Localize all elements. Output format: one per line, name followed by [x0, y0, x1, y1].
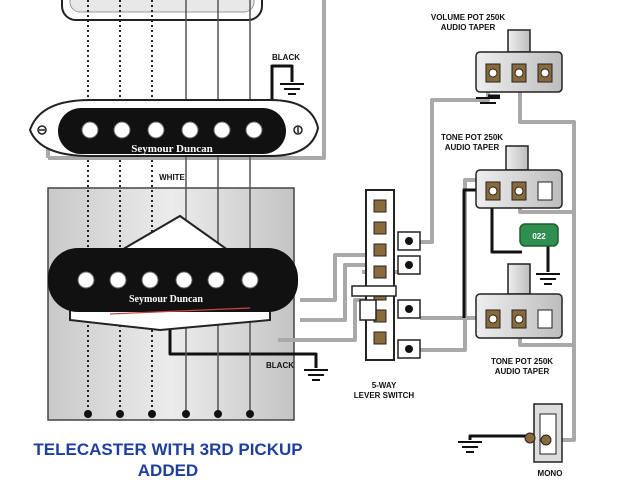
tone-pot-2-label-1: TONE POT 250K [491, 357, 553, 366]
white-wire-label: WHITE [159, 173, 185, 182]
middle-pickup-brand: Seymour Duncan [131, 143, 212, 155]
tone-pot-2-label-2: AUDIO TAPER [495, 367, 550, 376]
diagram-title-line-1: TELECASTER WITH 3RD PICKUP [33, 440, 302, 459]
ground-symbol-jack [458, 441, 482, 453]
volume-pot-label-2: AUDIO TAPER [441, 23, 496, 32]
middle-pickup [28, 99, 320, 157]
diagram-title-line-2: ADDED [138, 461, 198, 480]
bridge-pickup-poles [77, 271, 259, 289]
ground-symbol-bottom [304, 369, 328, 381]
jack-label: MONO [538, 469, 563, 478]
black-ground-label-bottom: BLACK [266, 361, 294, 370]
ground-symbol-top [280, 83, 304, 95]
bridge-pickup-brand: Seymour Duncan [129, 294, 203, 305]
bridge-pickup [48, 214, 298, 332]
capacitor [519, 223, 559, 247]
labels: VOLUME POT 250K AUDIO TAPER TONE POT 250… [159, 13, 562, 478]
volume-pot-label-1: VOLUME POT 250K [431, 13, 505, 22]
ground-symbol-volume [476, 97, 500, 104]
black-ground-label-top: BLACK [272, 53, 300, 62]
pickup-leads-solid [185, 0, 251, 412]
switch-label-1: 5-WAY [372, 381, 397, 390]
neck-pickup [61, 0, 263, 21]
tone-pot-1 [475, 145, 563, 209]
tone-pot-2 [475, 263, 563, 339]
pickup-leads-dotted [87, 0, 153, 412]
tone-pot-1-label-2: AUDIO TAPER [445, 143, 500, 152]
tone-pot-1-label-1: TONE POT 250K [441, 133, 503, 142]
middle-pickup-poles [81, 121, 263, 139]
volume-pot [475, 29, 563, 93]
switch-label-2: LEVER SWITCH [354, 391, 415, 400]
capacitor-label: 022 [532, 232, 546, 241]
lead-terminals [84, 410, 254, 418]
five-way-switch [351, 189, 421, 361]
mono-jack [524, 403, 563, 463]
ground-symbol-tone [536, 273, 560, 285]
